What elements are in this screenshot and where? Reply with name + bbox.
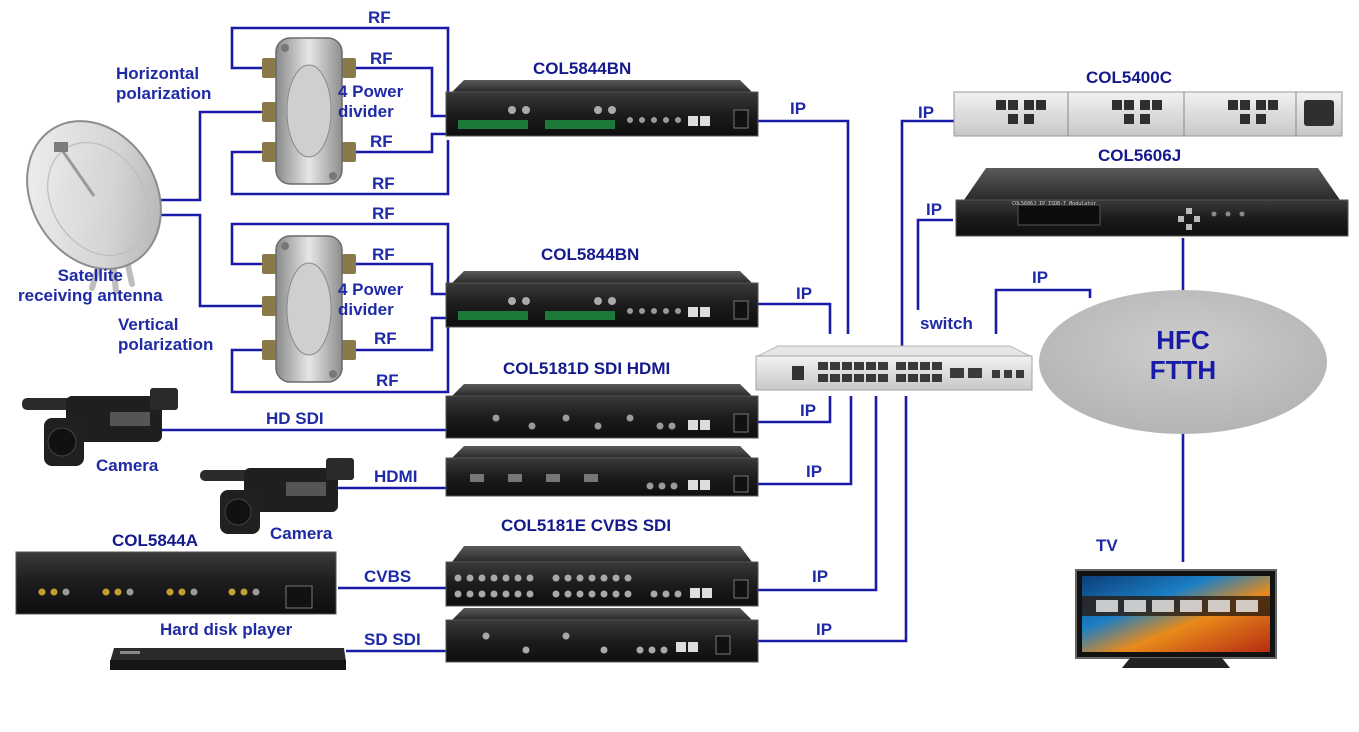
col5400c-device: [953, 91, 1343, 137]
col5844bn-1-device: [445, 80, 759, 137]
switch-label: switch: [920, 314, 973, 333]
col5844bn-2-device: [445, 271, 759, 328]
horizontal-polarization-label: Horizontal polarization: [116, 64, 212, 103]
line-rf-5: [230, 222, 450, 300]
hfc-ftth-cloud: [1039, 290, 1327, 434]
power-divider-2-label: 4 Power divider: [338, 280, 404, 319]
ip-label-9: IP: [1032, 268, 1049, 287]
rf-label-8: RF: [376, 371, 399, 390]
line-rf-4: [230, 140, 450, 196]
col5606j-device: COL5606J IP ISDB-T Modulator: [955, 168, 1349, 237]
line-rf-1: [230, 26, 450, 108]
col5844a-label: COL5844A: [112, 531, 198, 550]
line-rf-7: [356, 316, 448, 352]
col5181e-device-2: [445, 608, 759, 663]
satellite-antenna-icon: [26, 120, 162, 295]
ip-label-3: IP: [800, 401, 817, 420]
tv-icon: [1075, 569, 1277, 668]
col5844bn-2-label: COL5844BN: [541, 245, 640, 264]
hdmi-label: HDMI: [374, 467, 418, 486]
line-ip-7: [900, 119, 955, 347]
switch-device: [755, 345, 1033, 391]
col5181e-device-1: [445, 546, 759, 607]
tv-label: TV: [1096, 536, 1118, 555]
ip-label-1: IP: [790, 99, 807, 118]
camera-2-label: Camera: [270, 524, 333, 543]
col5606j-panel-text: COL5606J IP ISDB-T Modulator: [1012, 201, 1096, 207]
hd-sdi-label: HD SDI: [266, 409, 324, 428]
ip-label-7: IP: [918, 103, 935, 122]
ip-label-5: IP: [812, 567, 829, 586]
col5181d-label: COL5181D SDI HDMI: [503, 359, 671, 378]
ip-label-2: IP: [796, 284, 813, 303]
rf-label-2: RF: [370, 49, 393, 68]
rf-label-1: RF: [368, 8, 391, 27]
camera-2-icon: [200, 458, 354, 534]
power-divider-1-label: 4 Power divider: [338, 82, 404, 121]
hfc-ftth-label: HFC FTTH: [1149, 325, 1217, 385]
line-ip-8: [916, 218, 953, 310]
ip-label-6: IP: [816, 620, 833, 639]
sd-sdi-label: SD SDI: [364, 630, 421, 649]
line-ip-4: [758, 396, 853, 486]
cvbs-label: CVBS: [364, 567, 412, 586]
ip-label-8: IP: [926, 200, 943, 219]
power-divider-2-icon: [262, 235, 356, 383]
col5181d-device-2: [445, 446, 759, 497]
line-rf-6: [356, 262, 448, 296]
vertical-polarization-label: Vertical polarization: [118, 315, 214, 354]
line-ip-9: [994, 288, 1092, 334]
ip-label-4: IP: [806, 462, 823, 481]
camera-1-icon: [22, 388, 178, 466]
line-ip-6: [758, 396, 908, 643]
hard-disk-player-label: Hard disk player: [160, 620, 293, 639]
col5606j-label: COL5606J: [1098, 146, 1182, 165]
rf-label-6: RF: [372, 245, 395, 264]
col5400c-label: COL5400C: [1086, 68, 1172, 87]
line-ip-2: [758, 302, 832, 334]
rf-label-7: RF: [374, 329, 397, 348]
line-ip-5: [758, 396, 878, 592]
line-ip-1: [758, 119, 850, 334]
rf-label-4: RF: [372, 174, 395, 193]
camera-1-label: Camera: [96, 456, 159, 475]
satellite-antenna-label: Satellite receiving antenna: [18, 266, 163, 305]
col5181e-label: COL5181E CVBS SDI: [501, 516, 672, 535]
line-horizontal-feed: [130, 110, 262, 202]
line-rf-2: [356, 66, 448, 118]
rf-label-5: RF: [372, 204, 395, 223]
line-ip-3: [758, 396, 832, 424]
col5844a-device: [15, 551, 337, 615]
connection-lines: [130, 26, 1185, 653]
line-rf-3: [356, 132, 448, 154]
line-vertical-feed: [130, 213, 262, 308]
col5844bn-1-label: COL5844BN: [533, 59, 632, 78]
hard-disk-player-icon: [110, 648, 346, 670]
power-divider-1-icon: [262, 37, 356, 185]
rf-label-3: RF: [370, 132, 393, 151]
line-rf-8: [230, 322, 450, 394]
col5181d-device-1: [445, 384, 759, 439]
